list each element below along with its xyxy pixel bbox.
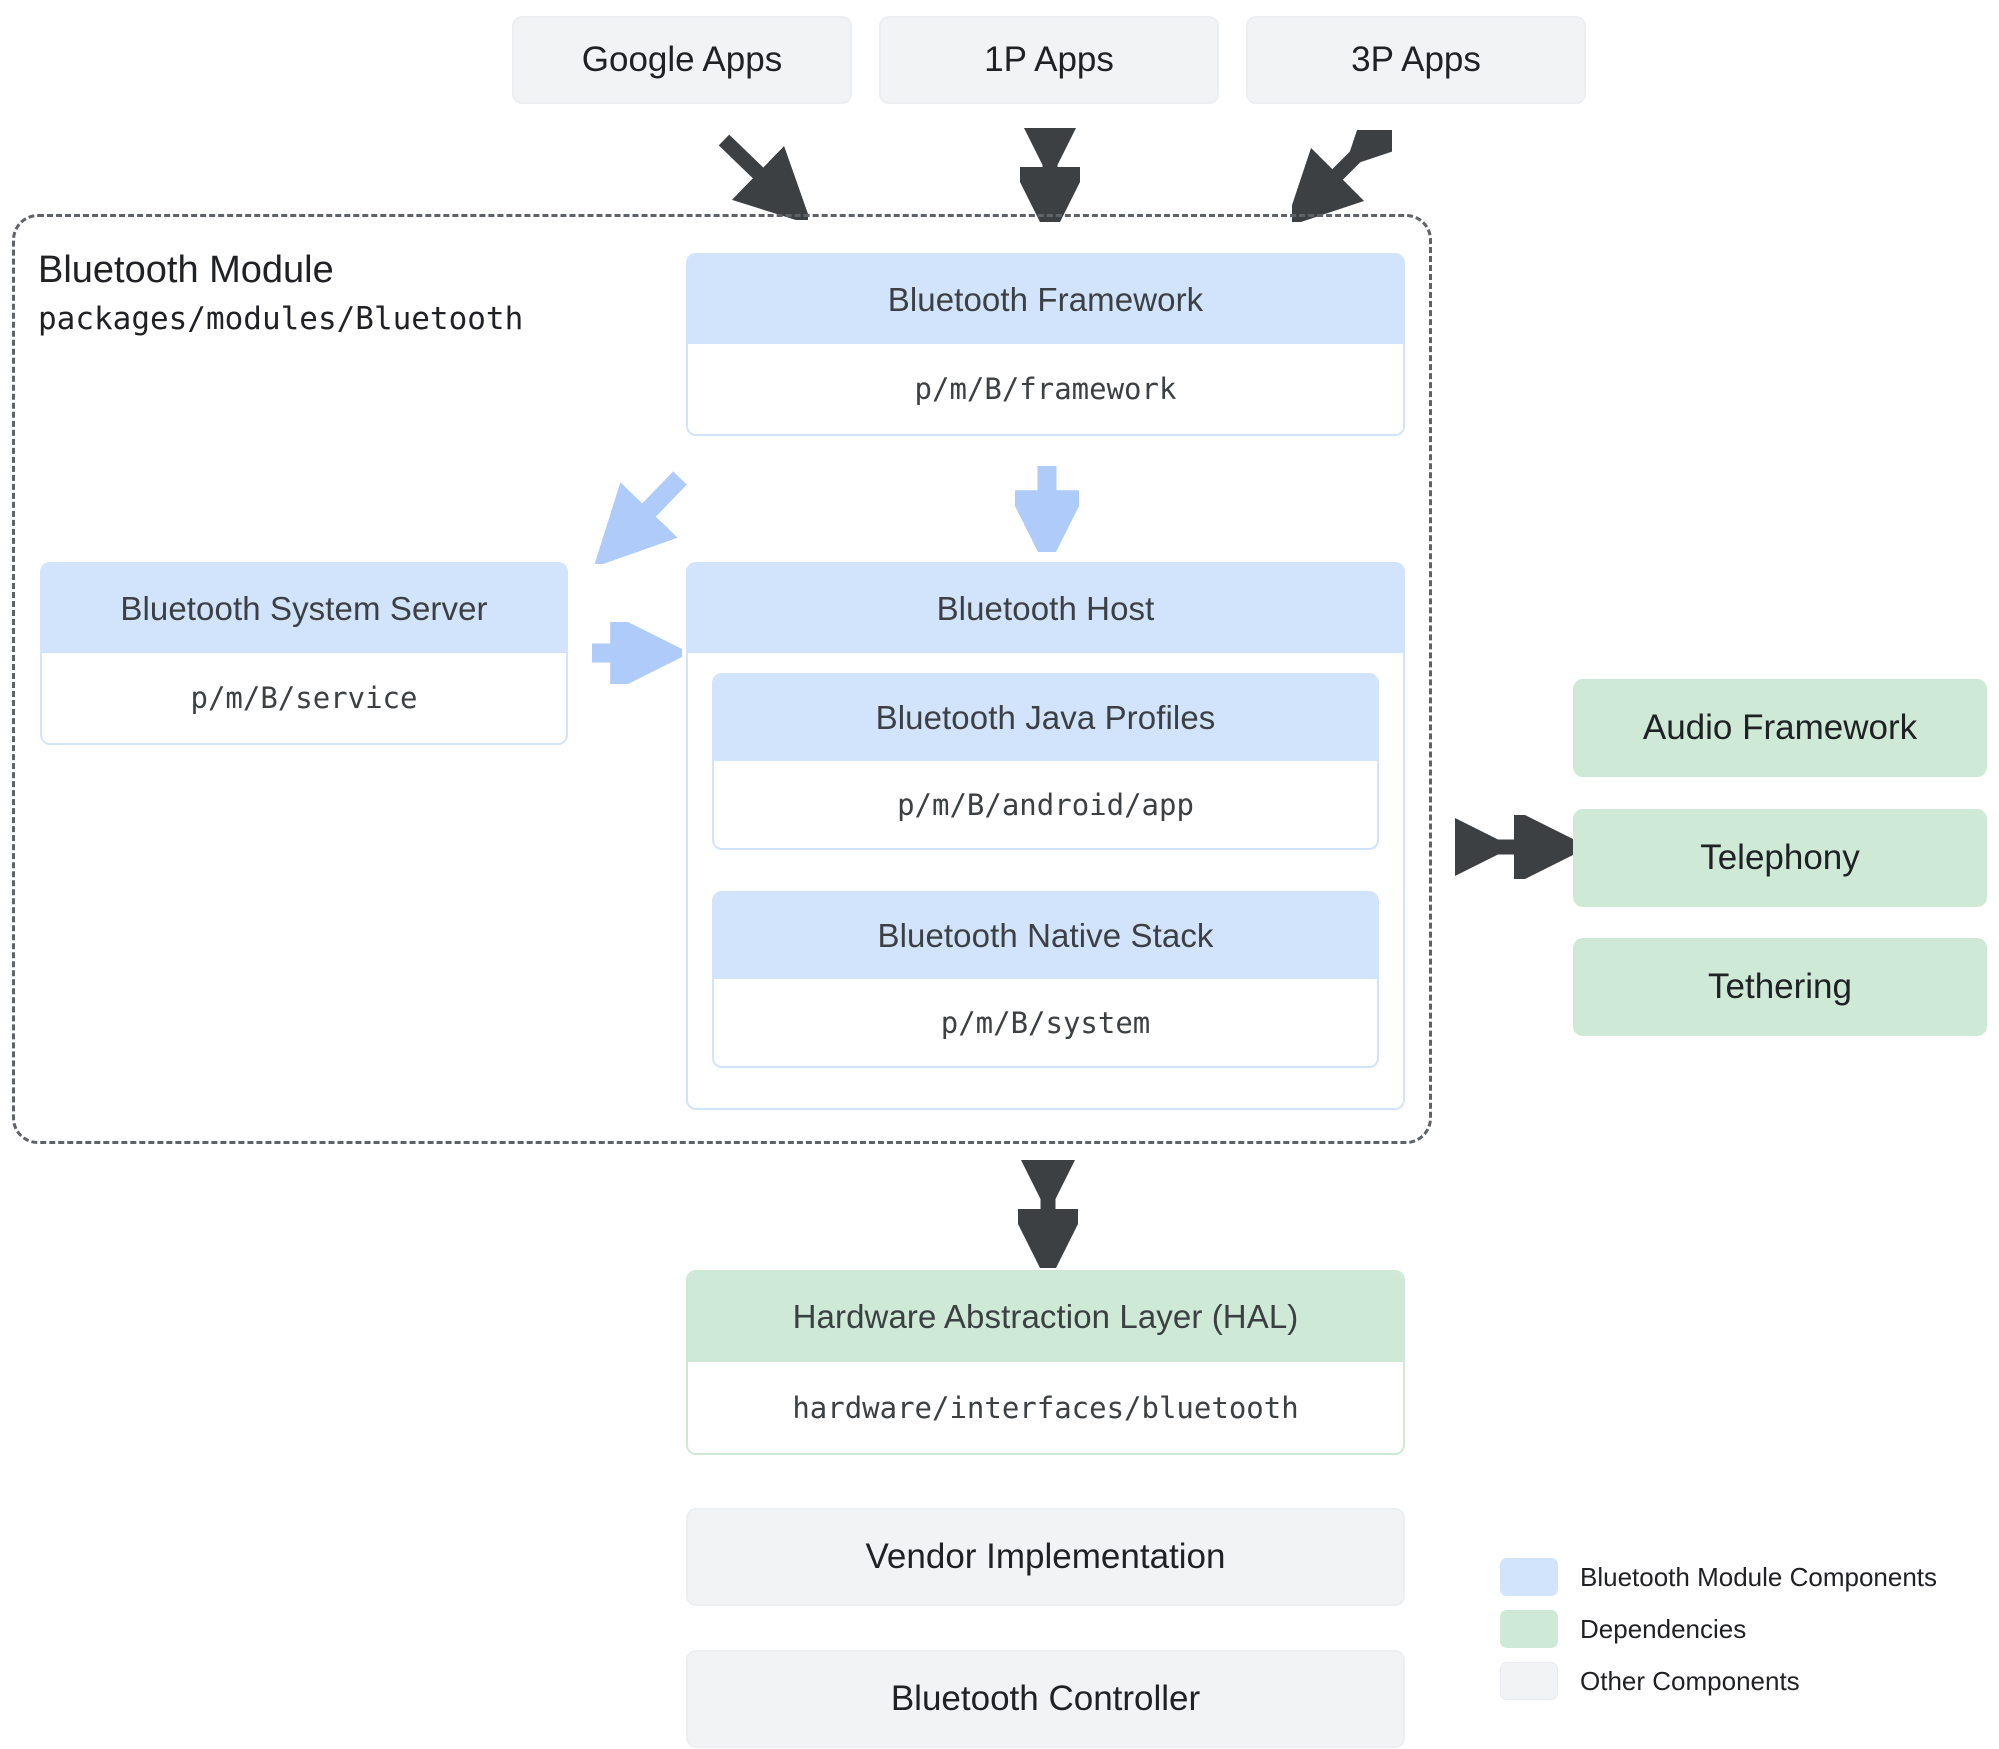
arrow-3p-apps-to-framework — [1284, 87, 1425, 228]
card-bluetooth-java-profiles[interactable]: Bluetooth Java Profiles p/m/B/android/ap… — [712, 673, 1379, 850]
dependency-box-audio-framework-label: Audio Framework — [1642, 708, 1918, 747]
card-hardware-abstraction-layer-path: hardware/interfaces/bluetooth — [688, 1362, 1403, 1453]
arrow-framework-to-system-server — [592, 466, 702, 568]
card-bluetooth-host-body: Bluetooth Java Profiles p/m/B/android/ap… — [688, 653, 1403, 1108]
box-vendor-implementation[interactable]: Vendor Implementation — [686, 1508, 1405, 1606]
legend-item-other-components: Other Components — [1500, 1662, 1937, 1700]
card-bluetooth-system-server-title: Bluetooth System Server — [42, 564, 566, 653]
dependency-box-tethering-label: Tethering — [1708, 967, 1852, 1006]
card-bluetooth-framework[interactable]: Bluetooth Framework p/m/B/framework — [686, 253, 1405, 436]
arrow-1p-apps-to-framework — [1012, 105, 1088, 243]
bluetooth-module-path: packages/modules/Bluetooth — [38, 301, 524, 337]
bluetooth-module-title: Bluetooth Module — [38, 249, 334, 291]
dependency-box-telephony-label: Telephony — [1700, 838, 1860, 877]
legend-swatch-other-components — [1500, 1662, 1558, 1700]
app-box-3p-apps[interactable]: 3P Apps — [1246, 16, 1586, 104]
box-vendor-implementation-label: Vendor Implementation — [865, 1537, 1226, 1576]
card-hardware-abstraction-layer[interactable]: Hardware Abstraction Layer (HAL) hardwar… — [686, 1270, 1405, 1455]
box-bluetooth-controller-label: Bluetooth Controller — [890, 1679, 1201, 1718]
app-box-1p-apps[interactable]: 1P Apps — [879, 16, 1219, 104]
dependency-box-telephony[interactable]: Telephony — [1573, 809, 1987, 907]
legend-label-other-components: Other Components — [1580, 1665, 1800, 1696]
card-bluetooth-native-stack-path: p/m/B/system — [714, 979, 1377, 1066]
app-box-google-apps-label: Google Apps — [581, 40, 783, 79]
dependency-box-tethering[interactable]: Tethering — [1573, 938, 1987, 1036]
arrow-google-apps-to-framework — [712, 130, 812, 226]
legend-label-module-components: Bluetooth Module Components — [1580, 1561, 1938, 1592]
arrow-module-to-hal — [1010, 1139, 1086, 1285]
card-bluetooth-system-server[interactable]: Bluetooth System Server p/m/B/service — [40, 562, 568, 745]
card-bluetooth-framework-path: p/m/B/framework — [688, 344, 1403, 434]
app-box-google-apps[interactable]: Google Apps — [512, 16, 852, 104]
card-bluetooth-native-stack[interactable]: Bluetooth Native Stack p/m/B/system — [712, 891, 1379, 1068]
legend: Bluetooth Module Components Dependencies… — [1500, 1558, 1937, 1714]
legend-swatch-module-components — [1500, 1558, 1558, 1596]
card-bluetooth-framework-title: Bluetooth Framework — [688, 255, 1403, 344]
arrow-framework-to-host — [1007, 462, 1087, 570]
card-bluetooth-host[interactable]: Bluetooth Host Bluetooth Java Profiles p… — [686, 562, 1405, 1110]
dependency-box-audio-framework[interactable]: Audio Framework — [1573, 679, 1987, 777]
card-hardware-abstraction-layer-title: Hardware Abstraction Layer (HAL) — [688, 1272, 1403, 1362]
card-bluetooth-system-server-path: p/m/B/service — [42, 653, 566, 743]
bluetooth-module-boundary — [12, 214, 1432, 1144]
card-bluetooth-java-profiles-path: p/m/B/android/app — [714, 761, 1377, 848]
legend-item-module-components: Bluetooth Module Components — [1500, 1558, 1937, 1596]
app-box-1p-apps-label: 1P Apps — [984, 40, 1114, 79]
card-bluetooth-java-profiles-title: Bluetooth Java Profiles — [714, 675, 1377, 761]
card-bluetooth-native-stack-title: Bluetooth Native Stack — [714, 893, 1377, 979]
arrow-system-server-to-host — [586, 613, 690, 693]
legend-item-dependencies: Dependencies — [1500, 1610, 1937, 1648]
legend-label-dependencies: Dependencies — [1580, 1613, 1747, 1644]
app-box-3p-apps-label: 3P Apps — [1351, 40, 1481, 79]
arrow-host-to-dependencies — [1438, 809, 1590, 885]
legend-swatch-dependencies — [1500, 1610, 1558, 1648]
card-bluetooth-host-title: Bluetooth Host — [688, 564, 1403, 653]
box-bluetooth-controller[interactable]: Bluetooth Controller — [686, 1650, 1405, 1748]
